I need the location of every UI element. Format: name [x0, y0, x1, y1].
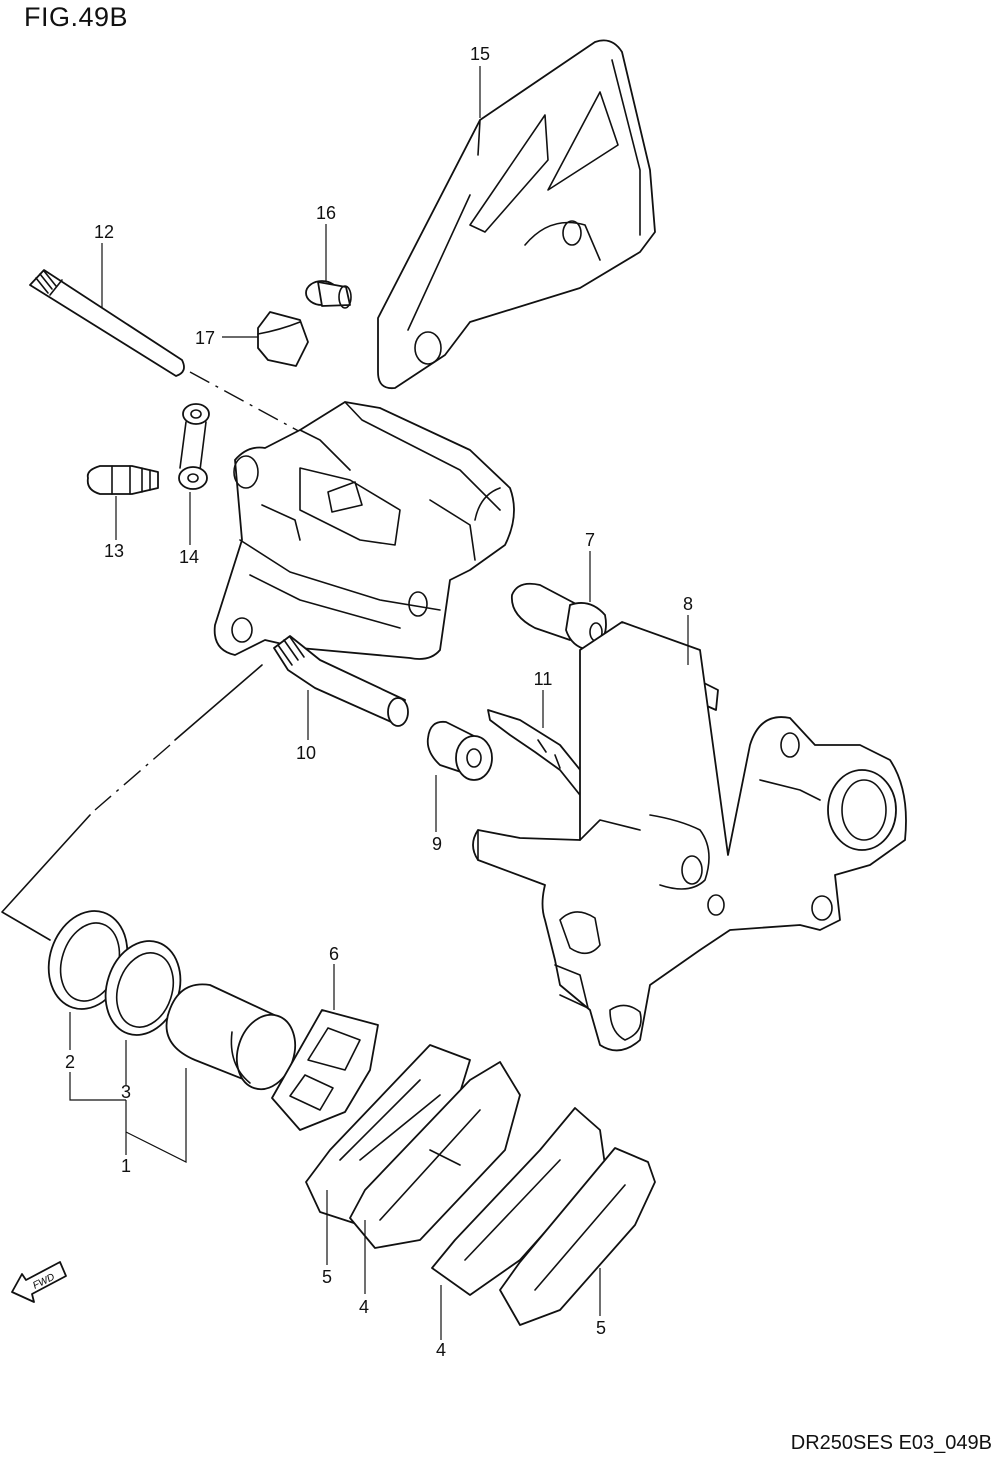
part-10-slide-pin: [273, 635, 409, 727]
label-17: 17: [195, 328, 215, 348]
caliper-body: [213, 401, 515, 660]
part-7-sleeve: [511, 582, 607, 651]
label-7: 7: [585, 530, 595, 550]
label-13: 13: [104, 541, 124, 561]
label-5-left: 5: [322, 1267, 332, 1287]
caliper-bracket: [472, 621, 907, 1052]
label-11: 11: [534, 669, 553, 689]
leader-lines: [69, 66, 689, 1340]
label-9: 9: [432, 834, 442, 854]
label-6: 6: [329, 944, 339, 964]
label-4-left: 4: [359, 1297, 369, 1317]
label-12: 12: [94, 222, 114, 242]
part-14-banjo: [178, 403, 210, 490]
assembly-axis-lines: [1, 371, 316, 941]
label-4-right: 4: [436, 1340, 446, 1360]
figure-title: FIG.49B: [24, 2, 129, 32]
label-1: 1: [121, 1156, 131, 1176]
part-11-pad-spring: [487, 709, 599, 801]
label-5-right: 5: [596, 1318, 606, 1338]
part-number-labels: 15 16 12 17 13 14 7 8 11 10 9 6 2 3 1 5 …: [65, 44, 693, 1360]
part-13-bleeder: [86, 465, 159, 495]
part-4-pad-right: [431, 1107, 606, 1296]
label-10: 10: [296, 743, 316, 763]
label-16: 16: [316, 203, 336, 223]
fwd-direction-arrow: FWD: [11, 1261, 67, 1303]
part-9-boot: [426, 720, 493, 781]
part-6-shim: [271, 1009, 379, 1131]
label-3: 3: [121, 1082, 131, 1102]
diagram-code: DR250SES E03_049B: [790, 1432, 992, 1454]
label-14: 14: [179, 547, 199, 567]
part-12-pin: [29, 269, 185, 377]
part-15-guard-plate: [377, 39, 656, 390]
part-4-pad-left: [349, 1061, 521, 1249]
label-2: 2: [65, 1052, 75, 1072]
part-17-cap: [257, 311, 309, 367]
label-8: 8: [683, 594, 693, 614]
part-5-pad-shim-right: [499, 1147, 656, 1326]
part-1-piston: [165, 983, 297, 1091]
part-16-bolt: [305, 280, 352, 309]
label-15: 15: [470, 44, 490, 64]
